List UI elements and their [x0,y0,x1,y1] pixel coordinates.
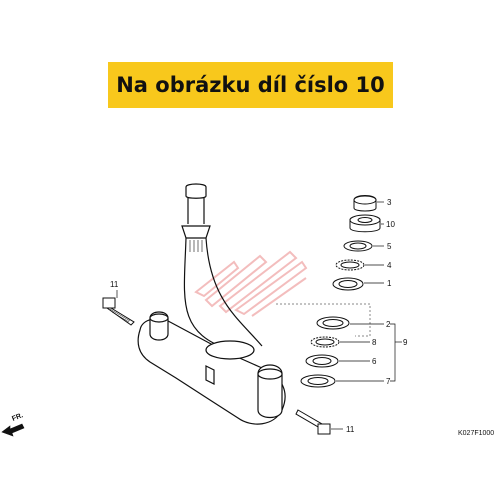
callout-1: 1 [387,279,392,288]
watermark-logo [194,250,308,317]
bottom-bridge [137,311,286,425]
steering-stem [181,183,263,351]
callout-8: 8 [372,338,377,347]
bolt-lower [295,409,331,435]
callout-5: 5 [387,242,392,251]
callout-4: 4 [387,261,392,270]
callout-7: 7 [386,377,391,386]
callout-6: 6 [372,357,377,366]
callout-9: 9 [403,338,408,347]
front-arrow-icon [1,423,25,437]
callout-11-lower: 11 [346,425,355,434]
callout-2: 2 [386,320,391,329]
banner-text: Na obrázku díl číslo 10 [116,73,385,97]
bolt-upper [102,297,135,326]
bearing-stack [300,195,381,388]
direction-label: FR. [11,412,24,423]
leader-lines [116,201,402,430]
part-number-banner: Na obrázku díl číslo 10 [108,62,393,108]
callout-10: 10 [386,220,395,229]
callout-11-upper: 11 [110,280,119,289]
callout-3: 3 [387,198,392,207]
figure-code: K027F1000 [458,430,494,437]
